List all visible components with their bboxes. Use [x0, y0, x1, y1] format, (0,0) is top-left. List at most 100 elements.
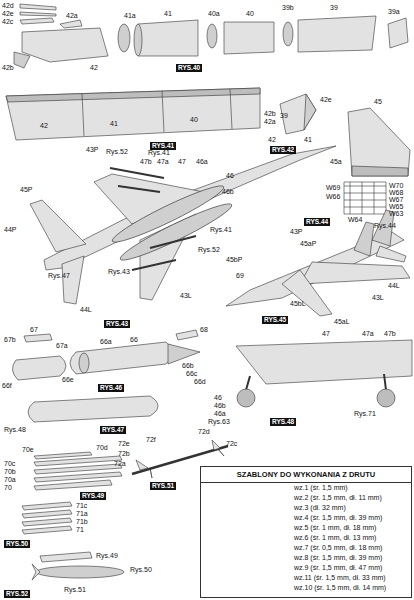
figure-number: RYS.45	[262, 316, 288, 324]
figure-number: RYS.51	[150, 482, 176, 490]
part-number: 45bP	[226, 256, 242, 264]
part-number: 72b	[118, 450, 130, 458]
part-number: Rys.71	[354, 410, 376, 418]
part-number: 45	[374, 98, 382, 106]
part-number: Rys.41	[210, 226, 232, 234]
part-number: 66c	[186, 370, 197, 378]
part-number: 44L	[388, 282, 400, 290]
figure-number: RYS.47	[100, 426, 126, 434]
part-number: Rys.44	[374, 222, 396, 230]
part-number: 41	[164, 10, 172, 18]
part-number: 67b	[4, 336, 16, 344]
part-number: 45bL	[290, 300, 306, 308]
table-cell: wz.1 (śr. 1,5 mm)	[294, 484, 348, 492]
part-number: 71b	[76, 518, 88, 526]
part-number: 69	[236, 272, 244, 280]
part-number: W63	[389, 210, 403, 218]
part-number: 66d	[194, 378, 206, 386]
part-number: 42	[268, 136, 276, 144]
part-number: 44L	[80, 306, 92, 314]
part-number: 66	[130, 336, 138, 344]
part-number: 46	[226, 172, 234, 180]
part-number: 42b	[264, 110, 276, 118]
part-number: Rys.63	[208, 418, 230, 426]
table-cell: wz.10 (śr. 1,5 mm, dł. 14 mm)	[294, 584, 386, 592]
part-number: 40	[246, 10, 254, 18]
table-cell: wz.6 (śr. 1 mm, dł. 13 mm)	[294, 534, 376, 542]
table-cell: wz.2 (śr. 1,5 mm, dł. 11 mm)	[294, 494, 382, 502]
figure-number: RYS.49	[80, 492, 106, 500]
part-number: 67	[30, 326, 38, 334]
part-number: 42d	[2, 2, 14, 10]
part-number: 39	[280, 112, 288, 120]
part-number: 43L	[372, 294, 384, 302]
figure-number: RYS.52	[4, 590, 30, 598]
part-number: 45P	[20, 186, 32, 194]
tail-fin	[344, 108, 410, 214]
part-number: 72a	[114, 460, 126, 468]
part-number: 47b	[140, 158, 152, 166]
part-number: 40	[190, 116, 198, 124]
fuselage-sections	[118, 16, 408, 56]
part-number: 39	[330, 4, 338, 12]
pylons	[22, 452, 124, 580]
part-number: Rys.47	[48, 272, 70, 280]
part-number: W65	[389, 203, 403, 211]
part-number: 66f	[2, 382, 12, 390]
part-number: 45aP	[300, 240, 316, 248]
part-number: 72f	[146, 436, 156, 444]
part-number: 41	[304, 136, 312, 144]
aircraft-side-view	[226, 210, 410, 316]
part-number: 46b	[214, 402, 226, 410]
figure-number: RYS.43	[104, 320, 130, 328]
part-number: 47a	[157, 158, 169, 166]
part-number: 70d	[96, 444, 108, 452]
part-number: Rys.43	[108, 268, 130, 276]
table-cell: wz.9 (śr. 1,5 mm, dł. 47 mm)	[294, 564, 382, 572]
landing-gear	[236, 340, 412, 407]
part-number: Rys.41	[148, 149, 170, 157]
part-number: 39b	[282, 4, 294, 12]
part-number: 72e	[118, 440, 130, 448]
part-number: 42	[40, 122, 48, 130]
part-number: 39a	[388, 8, 400, 16]
table-cell: wz.8 (śr. 1,5 mm, dł. 39 mm)	[294, 554, 382, 562]
part-number: 41a	[124, 12, 136, 20]
part-number: 44P	[4, 226, 16, 234]
fuselage-assembly	[6, 88, 260, 140]
table-cell: wz.3 (dł. 32 mm)	[294, 504, 346, 512]
part-number: 72d	[198, 428, 210, 436]
part-number: 71c	[76, 502, 87, 510]
part-number: 72c	[226, 440, 237, 448]
table-cell: wz.7 (śr. 0,5 mm, dł. 18 mm)	[294, 544, 382, 552]
figure-number: RYS.46	[98, 384, 124, 392]
part-number: 46a	[196, 158, 208, 166]
part-number: Rys.51	[64, 586, 86, 594]
part-number: 68	[200, 326, 208, 334]
part-number: 45aL	[334, 318, 350, 326]
part-number: 47b	[384, 330, 396, 338]
part-number: W67	[389, 196, 403, 204]
nose-parts	[14, 4, 108, 68]
part-number: 42b	[2, 64, 14, 72]
nose-cone	[280, 94, 316, 134]
part-number: 66a	[100, 338, 112, 346]
part-number: W69	[326, 184, 340, 192]
figure-number: RYS.50	[4, 540, 30, 548]
part-number: Rys.52	[106, 148, 128, 156]
part-number: 70c	[4, 460, 15, 468]
part-number: 47	[322, 330, 330, 338]
part-number: Rys.50	[130, 566, 152, 574]
part-number: 42a	[264, 118, 276, 126]
part-number: 45a	[330, 158, 342, 166]
part-number: 41	[110, 120, 118, 128]
part-number: Rys.52	[198, 246, 220, 254]
part-number: W70	[389, 182, 403, 190]
part-number: 47	[178, 158, 186, 166]
part-number: W66	[326, 193, 340, 201]
part-number: W64	[348, 216, 362, 224]
part-number: 40a	[208, 10, 220, 18]
part-number: 46	[214, 394, 222, 402]
part-number: 42e	[320, 96, 332, 104]
